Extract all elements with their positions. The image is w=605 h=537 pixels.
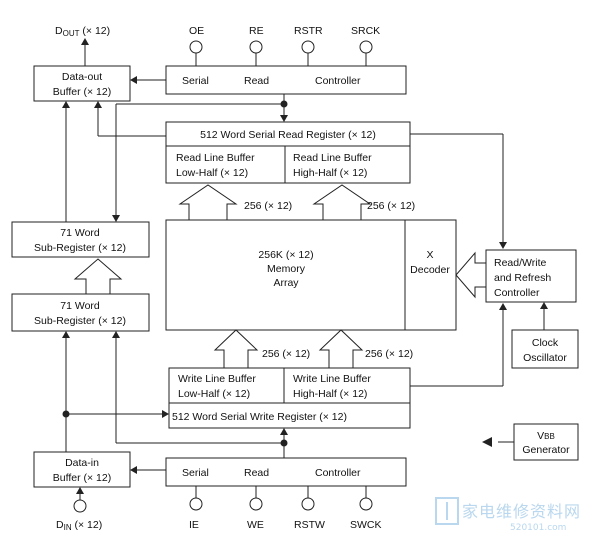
svg-text:256K (× 12): 256K (× 12) (258, 249, 313, 261)
read-line-buffer-high: Read Line Buffer High-Half (× 12) (284, 145, 411, 184)
pin-dout: DOUT (× 12) (55, 25, 110, 66)
memory-array: 256K (× 12) Memory Array (165, 219, 457, 331)
read-line-buffer-low: Read Line Buffer Low-Half (× 12) (165, 145, 286, 184)
svg-text:SWCK: SWCK (350, 519, 382, 531)
svg-text:Write Line Buffer: Write Line Buffer (293, 373, 371, 385)
svg-text:家电维修资料网: 家电维修资料网 (462, 502, 581, 521)
svg-text:Controller: Controller (315, 75, 361, 87)
svg-text:Decoder: Decoder (410, 264, 450, 276)
svg-text:Read Line Buffer: Read Line Buffer (293, 152, 372, 164)
pin-we: WE (247, 486, 264, 531)
write-line-buffer-high: Write Line Buffer High-Half (× 12) (283, 367, 411, 404)
pin-re: RE (249, 25, 264, 66)
svg-text:256 (× 12): 256 (× 12) (367, 200, 415, 212)
svg-text:Array: Array (273, 277, 299, 289)
svg-text:256 (× 12): 256 (× 12) (262, 348, 310, 360)
svg-text:RE: RE (249, 25, 264, 37)
svg-text:High-Half (× 12): High-Half (× 12) (293, 167, 367, 179)
clock-oscillator: Clock Oscillator (511, 329, 579, 369)
svg-text:512 Word Serial Write Register: 512 Word Serial Write Register (× 12) (172, 411, 347, 423)
svg-text:DIN (× 12): DIN (× 12) (56, 519, 102, 532)
write-bus-high: 256 (× 12) (318, 329, 413, 369)
vbb-generator: VBB Generator (513, 423, 579, 461)
svg-text:Read Line Buffer: Read Line Buffer (176, 152, 255, 164)
sub-register-upper: 71 Word Sub-Register (× 12) (11, 221, 150, 258)
svg-text:IE: IE (189, 519, 199, 531)
svg-text:High-Half (× 12): High-Half (× 12) (293, 388, 367, 400)
svg-text:RSTW: RSTW (294, 519, 325, 531)
pin-rstw: RSTW (294, 486, 325, 531)
svg-text:SRCK: SRCK (351, 25, 380, 37)
svg-text:Low-Half (× 12): Low-Half (× 12) (176, 167, 248, 179)
svg-text:520101.com: 520101.com (510, 523, 566, 533)
svg-text:Read/Write: Read/Write (494, 257, 546, 269)
svg-text:Serial: Serial (182, 467, 209, 479)
pin-oe: OE (189, 25, 204, 66)
x-decoder: X Decoder (404, 220, 450, 330)
read-bus-low: 256 (× 12) (178, 184, 292, 221)
svg-text:Data-out: Data-out (62, 71, 102, 83)
svg-text:71 Word: 71 Word (60, 300, 100, 312)
svg-text:Data-in: Data-in (65, 457, 99, 469)
svg-text:Controller: Controller (494, 287, 540, 299)
serial-read-register: 512 Word Serial Read Register (× 12) (165, 121, 411, 147)
svg-text:Low-Half (× 12): Low-Half (× 12) (178, 388, 250, 400)
rw-refresh-controller: Read/Write and Refresh Controller (485, 249, 577, 303)
sub-register-transfer-arrow (73, 258, 123, 295)
svg-text:Oscillator: Oscillator (523, 352, 567, 364)
svg-text:X: X (426, 249, 433, 261)
data-out-buffer: Data-out Buffer (× 12) (33, 65, 131, 102)
svg-text:DOUT (× 12): DOUT (× 12) (55, 25, 110, 38)
svg-text:OE: OE (189, 25, 204, 37)
svg-text:Sub-Register (× 12): Sub-Register (× 12) (34, 242, 126, 254)
svg-text:Buffer (× 12): Buffer (× 12) (53, 472, 111, 484)
pin-din: DIN (× 12) (56, 487, 102, 532)
svg-text:Memory: Memory (267, 263, 306, 275)
sub-register-lower: 71 Word Sub-Register (× 12) (11, 293, 150, 332)
svg-text:Sub-Register (× 12): Sub-Register (× 12) (34, 315, 126, 327)
write-line-buffer-low: Write Line Buffer Low-Half (× 12) (168, 367, 285, 404)
svg-text:256 (× 12): 256 (× 12) (365, 348, 413, 360)
svg-text:Read: Read (244, 75, 269, 87)
svg-text:Controller: Controller (315, 467, 361, 479)
svg-text:Clock: Clock (532, 337, 559, 349)
watermark: 家电维修资料网 520101.com (435, 497, 581, 533)
read-bus-high: 256 (× 12) (312, 184, 415, 221)
svg-text:and Refresh: and Refresh (494, 272, 551, 284)
svg-text:RSTR: RSTR (294, 25, 323, 37)
serial-write-register: 512 Word Serial Write Register (× 12) (168, 402, 411, 429)
svg-text:Buffer (× 12): Buffer (× 12) (53, 86, 111, 98)
svg-text:Serial: Serial (182, 75, 209, 87)
svg-text:Write Line Buffer: Write Line Buffer (178, 373, 256, 385)
pin-swck: SWCK (350, 486, 382, 531)
pin-ie: IE (189, 486, 203, 531)
write-bus-low: 256 (× 12) (213, 329, 310, 369)
pin-rstr: RSTR (294, 25, 323, 66)
svg-text:71 Word: 71 Word (60, 227, 100, 239)
data-in-buffer: Data-in Buffer (× 12) (33, 451, 131, 488)
pin-srck: SRCK (351, 25, 380, 66)
svg-text:Generator: Generator (522, 444, 570, 456)
svg-text:512 Word Serial Read Register: 512 Word Serial Read Register (× 12) (200, 129, 376, 141)
svg-text:WE: WE (247, 519, 264, 531)
svg-text:256 (× 12): 256 (× 12) (244, 200, 292, 212)
svg-text:Read: Read (244, 467, 269, 479)
serial-read-controller: Serial Read Controller (165, 65, 407, 95)
serial-write-controller: Serial Read Controller (165, 457, 407, 487)
svg-text:VBB: VBB (537, 430, 555, 442)
